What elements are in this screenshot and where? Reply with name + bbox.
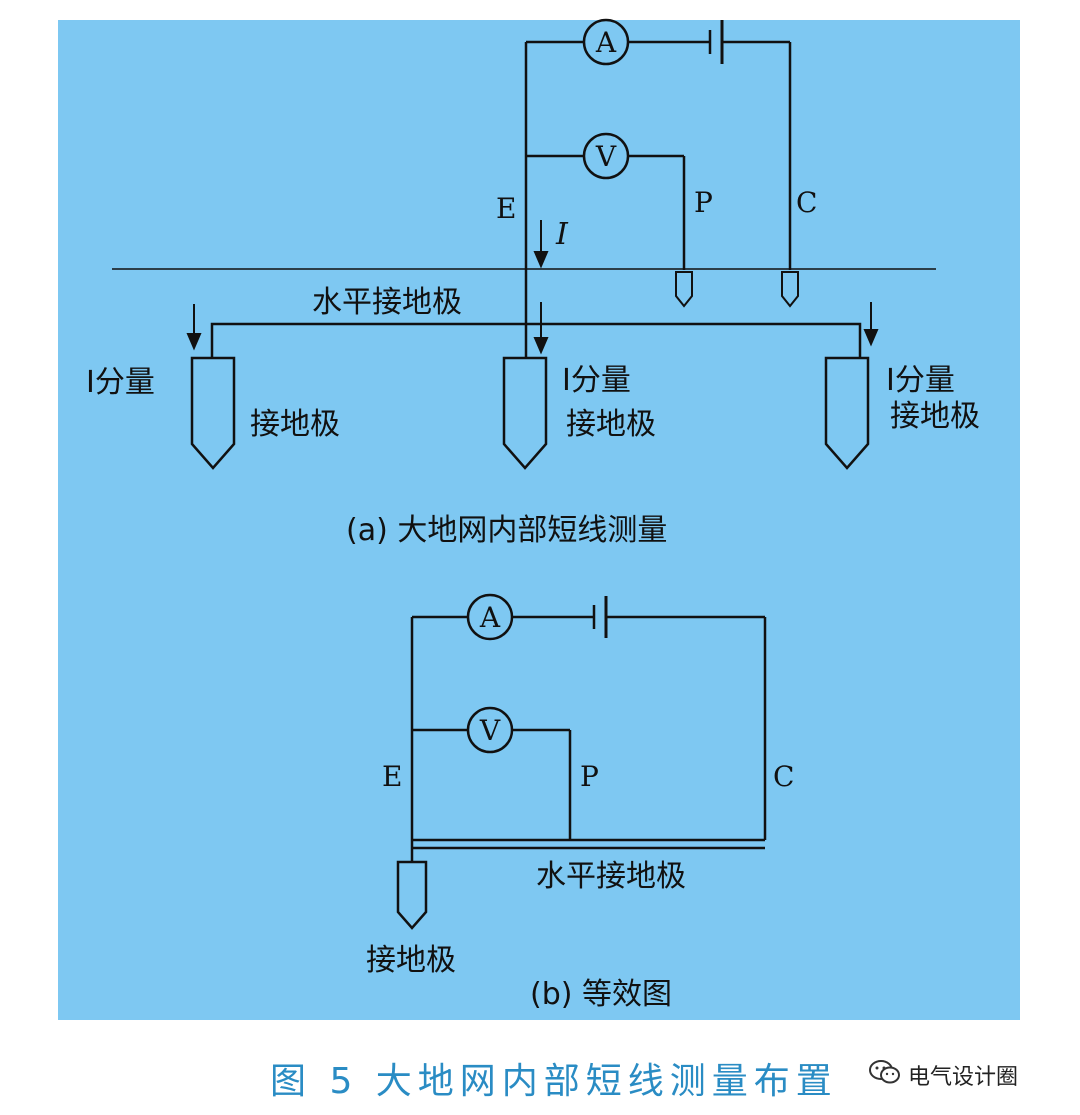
terminal-p-b: P [580,760,599,793]
current-arrow-right-head [863,329,879,347]
watermark-text: 电气设计圈 [908,1065,1019,1090]
electrode-left-a [190,356,236,470]
left-electrode-label: 接地极 [250,407,340,442]
current-arrow-middle-head [533,337,549,355]
voltmeter-b-label: V [479,714,501,747]
diagram-a [112,40,936,358]
figure-caption-bar: 图 5 大地网内部短线测量布置 电气设计圈 [0,1044,1080,1104]
right-electrode-label: 接地极 [890,399,980,434]
electrode-label-b: 接地极 [366,943,456,978]
ammeter-b: A [466,593,514,641]
voltmeter-a: V [582,132,630,180]
caption-a: (a) 大地网内部短线测量 [346,513,667,548]
probe-c-a [781,271,799,308]
wechat-icon [868,1058,902,1092]
current-symbol-a: I [555,217,569,252]
current-arrows-a [186,220,879,355]
terminal-c-b: C [773,760,794,793]
horizontal-electrode-label-a: 水平接地极 [312,285,462,320]
diagram-b [410,615,767,862]
current-arrow-left-head [186,333,202,351]
watermark: 电气设计圈 [868,1058,1018,1092]
ammeter-b-label: A [479,601,501,634]
middle-current-label: I分量 [562,363,631,398]
probe-p-a [675,271,693,308]
diagram-panel [58,20,1020,1020]
electrode-right-a [824,356,870,470]
electrode-middle-a [502,356,548,470]
ammeter-a: A [582,18,630,66]
horizontal-electrode-label-b: 水平接地极 [536,859,686,894]
terminal-p-a: P [694,186,713,219]
caption-b: (b) 等效图 [530,977,672,1012]
current-arrow-main-head [533,251,549,269]
terminal-e-a: E [496,192,516,225]
terminal-c-a: C [796,186,817,219]
battery-a [708,20,724,64]
voltmeter-a-label: V [595,140,617,173]
battery-b [592,596,608,638]
middle-electrode-label: 接地极 [566,407,656,442]
right-current-label: I分量 [886,363,955,398]
figure-caption: 图 5 大地网内部短线测量布置 [270,1061,838,1102]
horizontal-electrode-a [210,322,862,358]
voltmeter-b: V [466,706,514,754]
left-current-label: I分量 [86,365,155,400]
electrode-b [396,860,428,930]
terminal-e-b: E [382,760,402,793]
ammeter-a-label: A [595,26,617,59]
